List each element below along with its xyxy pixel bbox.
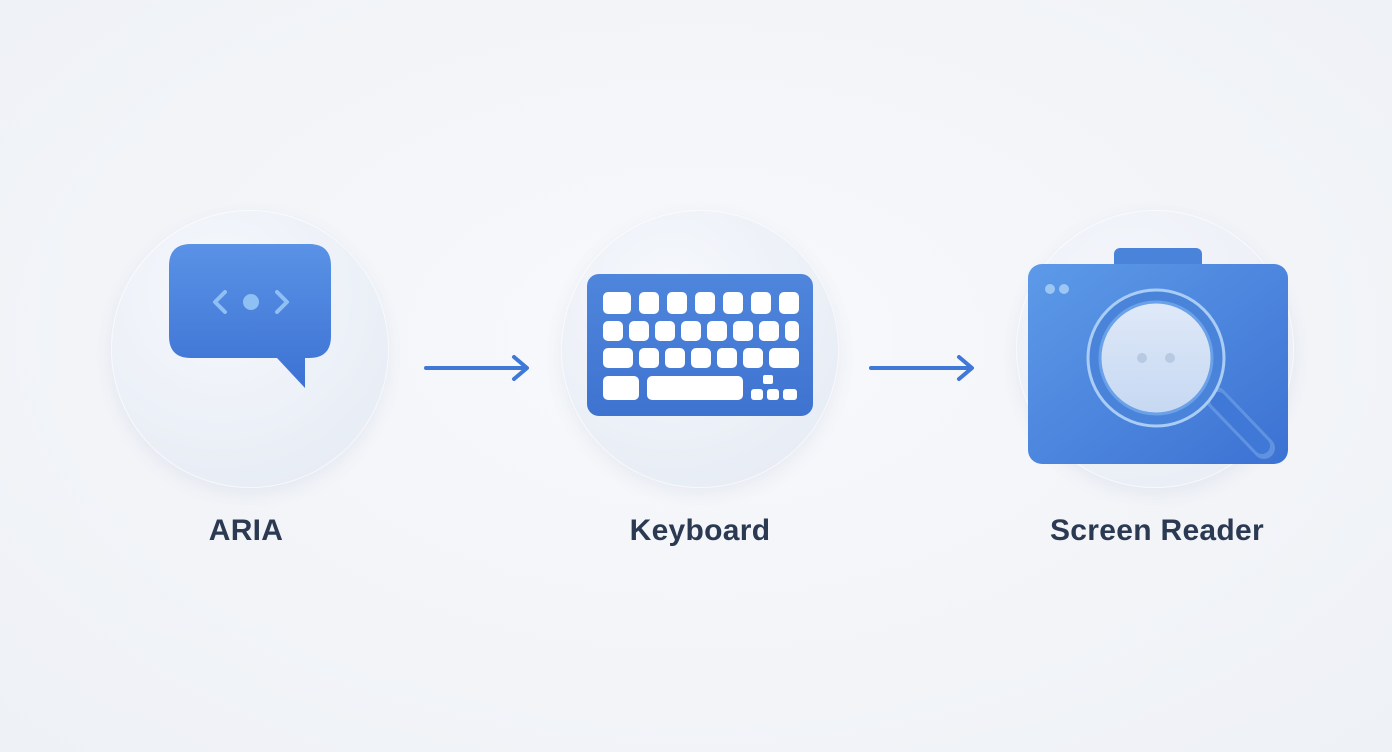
step-keyboard-circle bbox=[561, 210, 839, 488]
step-aria-circle bbox=[111, 210, 389, 488]
screen-magnifier-icon bbox=[1028, 248, 1288, 464]
step-screen-reader-label: Screen Reader bbox=[1049, 514, 1265, 547]
step-keyboard: Keyboard bbox=[560, 210, 840, 548]
arrow-right-icon bbox=[424, 355, 529, 381]
step-screen-reader: Screen Reader bbox=[1015, 210, 1295, 548]
arrow-right-icon bbox=[869, 355, 974, 381]
step-screen-reader-circle bbox=[1016, 210, 1294, 488]
speech-bubble-code-icon bbox=[169, 244, 331, 388]
step-aria: ARIA bbox=[110, 210, 390, 548]
keyboard-icon bbox=[587, 274, 813, 416]
step-aria-label: ARIA bbox=[208, 514, 284, 547]
step-keyboard-label: Keyboard bbox=[629, 514, 771, 547]
